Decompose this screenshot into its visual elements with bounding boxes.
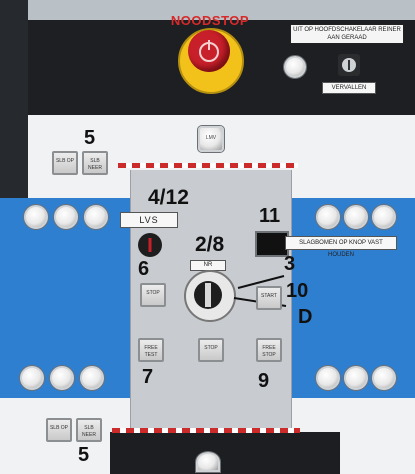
left-mid-button[interactable]: STOP: [140, 283, 166, 307]
knob-indicator-icon: [148, 238, 152, 252]
slb-neer-button-top[interactable]: SLB NEER: [82, 151, 108, 175]
pilot-lamp: [316, 205, 340, 229]
lvs-tag: LVS: [120, 212, 178, 228]
estop-label: NOODSTOP: [170, 13, 250, 28]
lvs-rotary-knob[interactable]: [138, 233, 162, 257]
label-9: 9: [258, 370, 270, 392]
pilot-lamp: [84, 205, 108, 229]
pilot-lamp: [344, 205, 368, 229]
pilot-lamp: [372, 366, 396, 390]
pilot-lamp: [316, 366, 340, 390]
verhalen-tag: VERVALLEN: [322, 82, 376, 94]
pilot-lamp: [80, 366, 104, 390]
label-2-8: 2/8: [195, 233, 225, 256]
key-icon: [342, 58, 356, 72]
pilot-lamp: [24, 205, 48, 229]
label-d: D: [298, 306, 313, 328]
pilot-lamp: [54, 205, 78, 229]
free-test-button[interactable]: FREE TEST: [138, 338, 164, 362]
label-5-top: 5: [84, 127, 96, 149]
top-lamp-button[interactable]: LMV: [198, 126, 224, 152]
slagbomen-tag: SLAGBOMEN OP KNOP VAST HOUDEN: [285, 236, 397, 258]
free-stop-button[interactable]: FREE STOP: [256, 338, 282, 362]
barrier-stripe-bottom: [112, 428, 300, 433]
mode-selector-switch[interactable]: [194, 281, 222, 309]
selector-handle-icon: [205, 283, 211, 307]
slb-op-button-top[interactable]: SLB OP: [52, 151, 78, 175]
bottom-section: [110, 432, 340, 474]
stop-button[interactable]: STOP: [198, 338, 224, 362]
pilot-lamp: [50, 366, 74, 390]
pilot-lamp: [344, 366, 368, 390]
start-lamp-button[interactable]: [284, 56, 306, 78]
warning-sign: UIT OP HOOFDSCHAKELAAR REINER AAN GERAAD: [290, 24, 404, 44]
emergency-stop-button[interactable]: [188, 30, 230, 72]
label-11: 11: [259, 205, 281, 227]
label-3: 3: [284, 253, 296, 275]
label-5-bottom: 5: [78, 444, 90, 466]
pilot-lamp: [20, 366, 44, 390]
label-4-12: 4/12: [148, 186, 189, 209]
label-7: 7: [142, 366, 154, 388]
pilot-lamp: [372, 205, 396, 229]
top-lamp-label: LMV: [205, 135, 217, 141]
power-icon: [199, 40, 219, 62]
label-10: 10: [286, 280, 309, 302]
slb-neer-button-bottom[interactable]: SLB NEER: [76, 418, 102, 442]
barrier-stripe-top: [118, 163, 298, 168]
key-switch[interactable]: [338, 54, 360, 76]
right-mid-button[interactable]: START: [256, 286, 282, 310]
slb-op-button-bottom[interactable]: SLB OP: [46, 418, 72, 442]
label-6: 6: [138, 258, 150, 280]
bottom-lamp-button[interactable]: [196, 452, 220, 472]
